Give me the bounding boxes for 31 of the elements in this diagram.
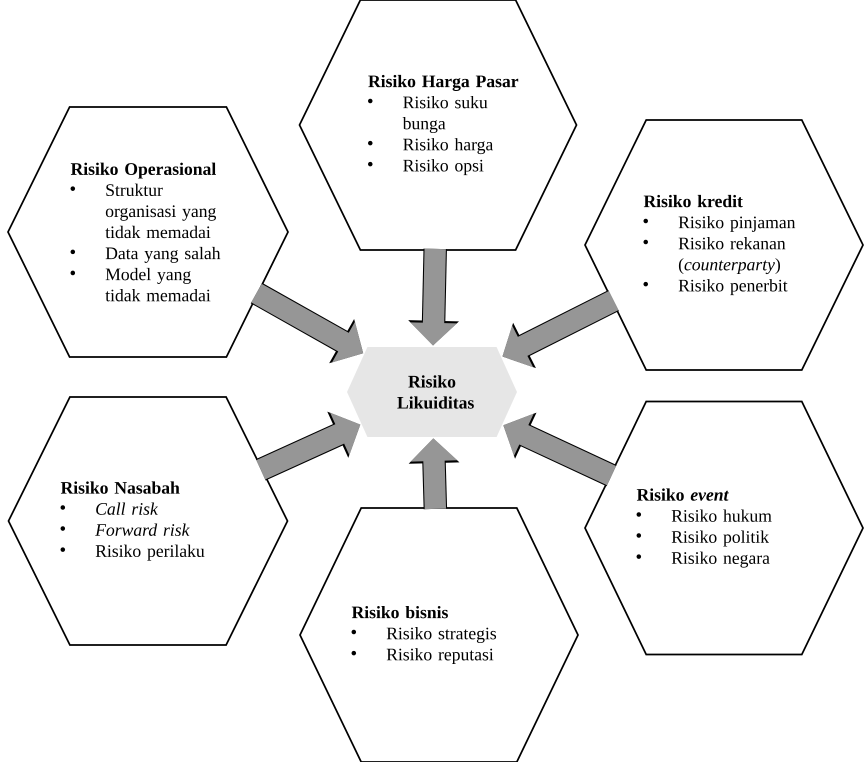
hexagon xyxy=(8,396,288,646)
list-item: Data yang salah xyxy=(70,246,220,263)
list-item: Struktur organisasi yang tidak memadai xyxy=(70,184,216,238)
heading: Risiko event xyxy=(636,488,729,501)
heading: Risiko kredit xyxy=(644,194,743,208)
list-item: Risiko opsi xyxy=(368,159,484,176)
list-item: Risiko penerbit xyxy=(643,279,788,296)
list-item: Risiko strategis xyxy=(352,627,496,644)
hexagon xyxy=(584,400,864,656)
list-item: Risiko politik xyxy=(636,530,769,546)
heading: Risiko Harga Pasar xyxy=(368,74,518,91)
list-item: Call risk xyxy=(60,502,158,515)
hexagon xyxy=(299,507,579,762)
list-item: Forward risk xyxy=(60,524,190,536)
list-item: Risiko pinjaman xyxy=(643,216,796,232)
list-item: Risiko suku bunga xyxy=(368,96,488,134)
list-item: Risiko perilaku xyxy=(60,544,204,561)
heading: Risiko Nasabah xyxy=(60,481,180,494)
hexagon xyxy=(7,106,289,358)
center-label: Risiko Likuiditas xyxy=(397,375,474,409)
heading: Risiko bisnis xyxy=(352,606,448,618)
list-item: Risiko negara xyxy=(636,552,770,568)
hexagon xyxy=(584,119,864,371)
hexagon xyxy=(298,0,578,251)
hexagon xyxy=(347,347,517,437)
list-item: Risiko hukum xyxy=(636,509,772,522)
list-item: Risiko harga xyxy=(368,138,494,154)
heading: Risiko Operasional xyxy=(70,162,216,179)
list-item: Risiko reputasi xyxy=(352,648,494,664)
list-item: Risiko rekanan (counterparty) xyxy=(643,237,786,274)
list-item: Model yang tidak memadai xyxy=(70,268,210,302)
